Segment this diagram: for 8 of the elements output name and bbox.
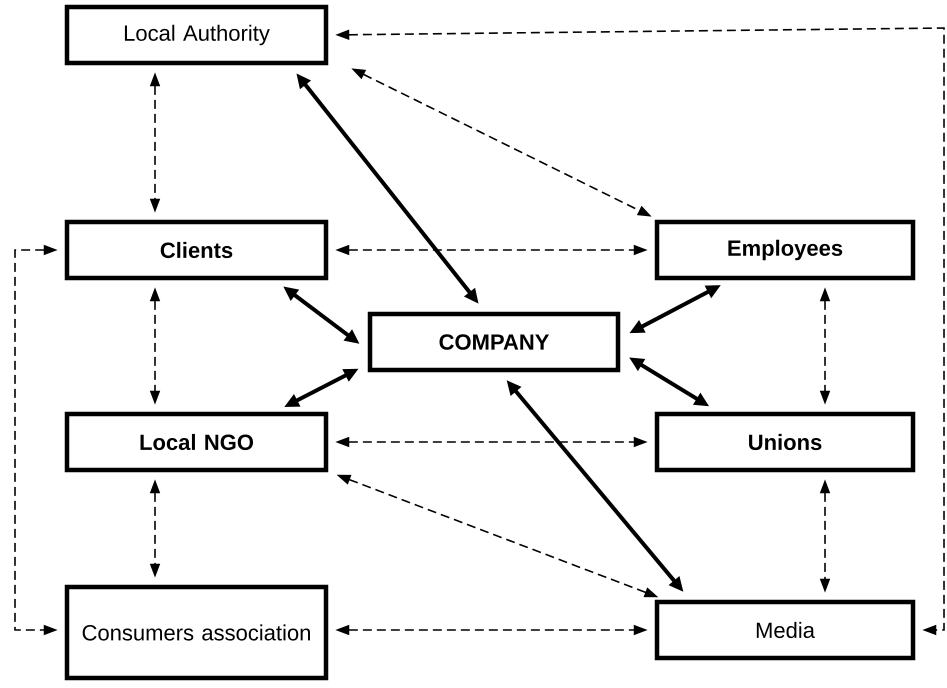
entity-box: Employees xyxy=(654,220,916,280)
entity-box: COMPANY xyxy=(368,312,620,372)
entity-box: Unions xyxy=(654,412,916,472)
entity-box: Local NGO xyxy=(64,412,328,472)
entity-box: Local Authority xyxy=(64,4,328,66)
entity-box: Consumers association xyxy=(64,584,328,680)
entity-box: Media xyxy=(654,600,916,660)
entity-box: Clients xyxy=(64,220,328,280)
